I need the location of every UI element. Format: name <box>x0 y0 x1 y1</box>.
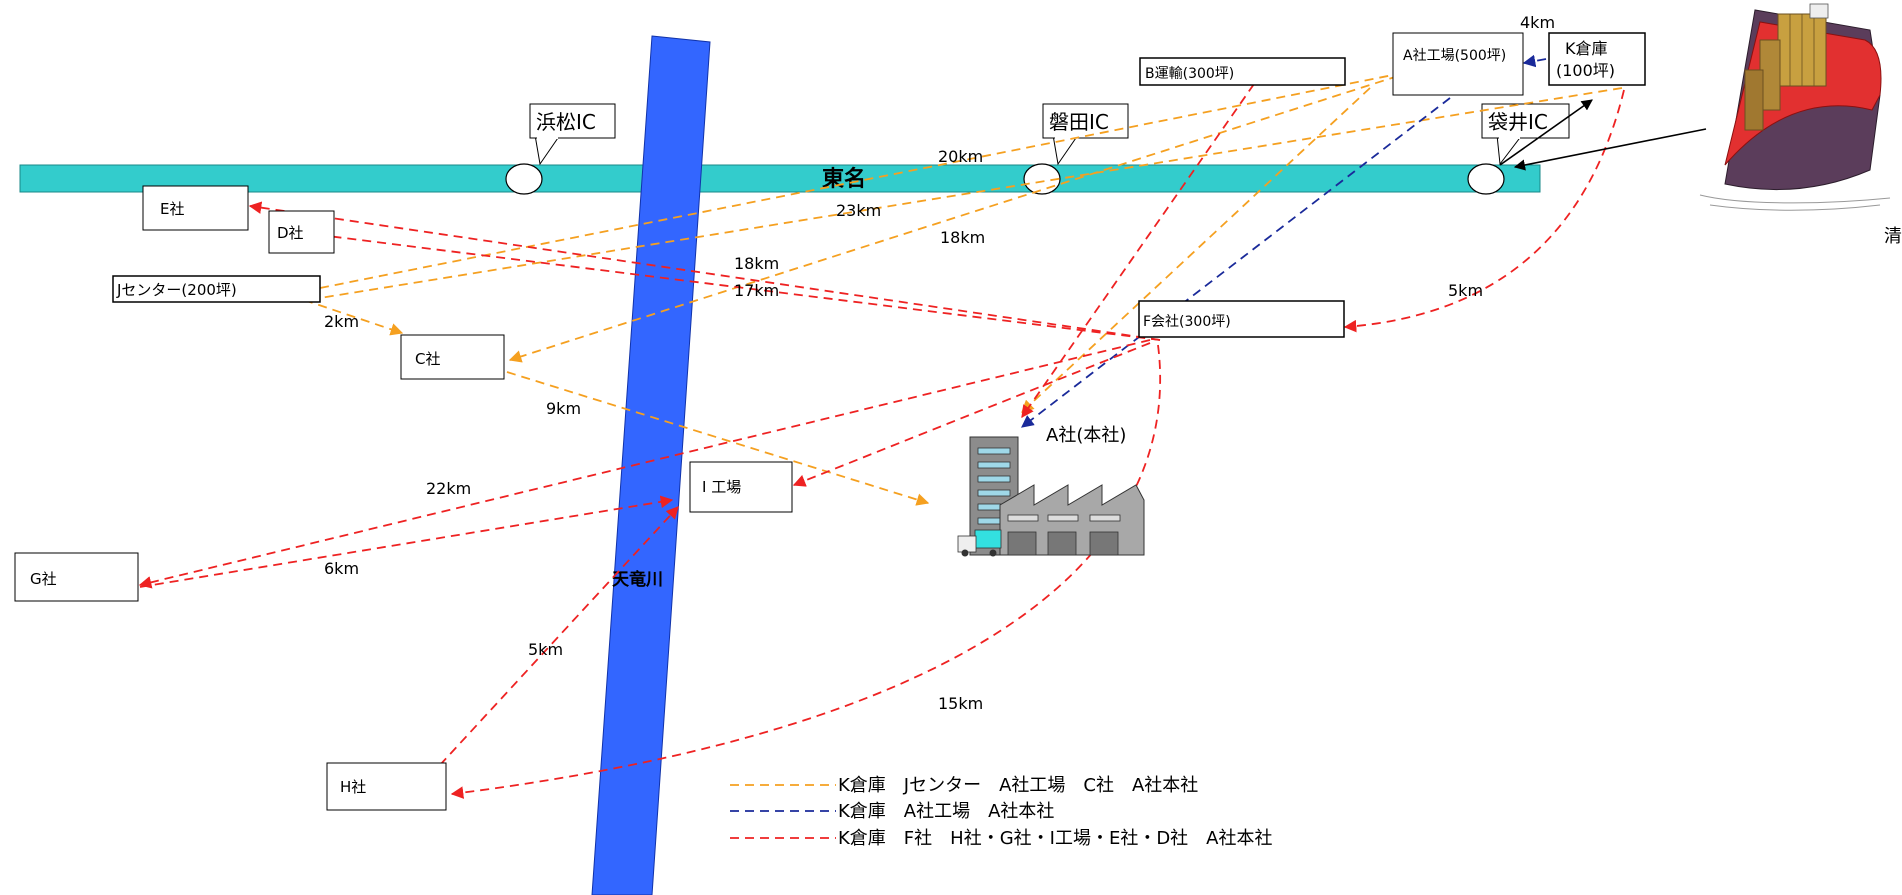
fukuroi-ic-label: 袋井IC <box>1488 110 1548 134</box>
route-j-to-c <box>303 299 404 336</box>
b-unyu-box[interactable]: B運輸(300坪) <box>1139 57 1346 86</box>
i-factory-label: I 工場 <box>702 478 741 496</box>
route-c-to-hq <box>506 371 930 506</box>
legend-text-red: K倉庫 F社 H社・G社・I工場・E社・D社 A社本社 <box>838 828 1273 849</box>
route-a-factory-to-hq-navy <box>1021 97 1451 428</box>
g-company-label: G社 <box>30 570 57 588</box>
distance-17km: 17km <box>734 281 779 300</box>
distance-15km: 15km <box>938 694 983 713</box>
route-a-factory-to-hq-orange <box>1021 87 1371 413</box>
distance-18km-upper: 18km <box>940 228 985 247</box>
f-company-label: F会社(300坪) <box>1143 314 1231 330</box>
hamamatsu-ic-callout: 浜松IC <box>529 103 616 166</box>
route-f-to-i-factory <box>792 342 1151 487</box>
f-company-box[interactable]: F会社(300坪) <box>1138 300 1345 338</box>
port-label: 清水 <box>1884 226 1902 247</box>
fukuroi-to-k-warehouse-arrow <box>1499 99 1593 166</box>
navy-routes <box>1021 54 1547 428</box>
h-company-label: H社 <box>340 778 366 796</box>
k-warehouse-label-line1: K倉庫 <box>1565 39 1608 58</box>
container-ship <box>1699 3 1891 211</box>
red-routes <box>138 83 1625 799</box>
route-h-to-i-factory <box>439 506 679 766</box>
d-company-label: D社 <box>277 224 304 242</box>
c-company-box[interactable]: C社 <box>400 334 505 380</box>
route-f-to-e <box>248 201 1161 341</box>
route-g-to-i-factory <box>139 495 674 588</box>
j-center-box[interactable]: Jセンター(200坪) <box>112 275 321 303</box>
hamamatsu-ic-marker[interactable] <box>505 163 543 195</box>
route-f-to-h <box>450 344 1162 799</box>
route-k-to-a-factory <box>1522 54 1547 68</box>
distance-2km: 2km <box>324 312 359 331</box>
distance-4km: 4km <box>1520 13 1555 32</box>
j-center-label: Jセンター(200坪) <box>116 281 237 299</box>
e-company-label: E社 <box>160 200 184 218</box>
tenryu-river <box>591 35 711 895</box>
shimizu-to-fukuroi-arrow <box>1513 128 1707 171</box>
fukuroi-ic-marker[interactable] <box>1467 163 1505 195</box>
hq-label: A社(本社) <box>1046 425 1126 446</box>
e-company-box[interactable]: E社 <box>142 185 249 231</box>
iwata-ic-callout: 磐田IC <box>1042 103 1129 166</box>
k-warehouse-label-line2: (100坪) <box>1556 61 1615 80</box>
distance-9km: 9km <box>546 399 581 418</box>
b-unyu-label: B運輸(300坪) <box>1145 66 1234 82</box>
distance-20km: 20km <box>938 147 983 166</box>
distance-22km: 22km <box>426 479 471 498</box>
h-company-box[interactable]: H社 <box>326 762 447 811</box>
river-name: 天竜川 <box>612 569 663 590</box>
legend-text-navy: K倉庫 A社工場 A社本社 <box>838 801 1054 822</box>
i-factory-box[interactable]: I 工場 <box>689 461 793 513</box>
orange-routes <box>303 68 1623 506</box>
route-k-to-f <box>1343 89 1625 333</box>
distance-18km-lower: 18km <box>734 254 779 273</box>
g-company-box[interactable]: G社 <box>14 552 139 602</box>
route-f-to-g <box>138 339 1151 589</box>
a-factory-box[interactable]: A社工場(500坪) <box>1392 32 1524 96</box>
legend-text-orange: K倉庫 Jセンター A社工場 C社 A社本社 <box>838 775 1198 796</box>
hamamatsu-ic-label: 浜松IC <box>536 110 596 134</box>
highway-name: 東名 <box>822 166 866 192</box>
distance-5km-left: 5km <box>528 640 563 659</box>
route-k-to-j-center <box>319 87 1623 299</box>
route-f-to-d <box>310 229 1161 341</box>
fukuroi-ic-callout: 袋井IC <box>1481 103 1570 166</box>
route-a-factory-to-c <box>508 75 1399 363</box>
legend: K倉庫 Jセンター A社工場 C社 A社本社 K倉庫 A社工場 A社本社 K倉庫… <box>730 775 1273 849</box>
route-j-to-a-factory <box>319 68 1410 289</box>
k-warehouse-box[interactable]: K倉庫 (100坪) <box>1548 32 1646 86</box>
d-company-box[interactable]: D社 <box>268 210 335 254</box>
c-company-label: C社 <box>415 350 440 368</box>
distance-6km: 6km <box>324 559 359 578</box>
tomei-expressway <box>19 164 1541 193</box>
distance-23km: 23km <box>836 201 881 220</box>
distance-labels: 4km 20km 23km 18km 18km 17km 2km 9km 5km… <box>324 13 1555 713</box>
distance-5km-right: 5km <box>1448 281 1483 300</box>
a-factory-label: A社工場(500坪) <box>1403 48 1506 64</box>
iwata-ic-label: 磐田IC <box>1049 110 1109 134</box>
a-company-hq-building[interactable] <box>957 436 1145 557</box>
